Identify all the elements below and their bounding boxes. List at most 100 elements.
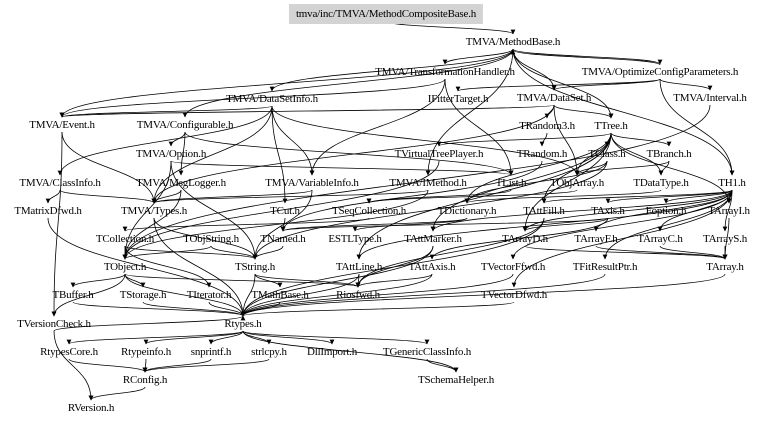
file-node-interval[interactable]: TMVA/Interval.h <box>673 92 747 104</box>
file-node-methodbase[interactable]: TMVA/MethodBase.h <box>465 36 561 48</box>
edge-ttree-to-tattmarker <box>430 132 612 232</box>
edge-rtypes-to-tschemahelper <box>242 330 459 373</box>
file-node-tfitresultptr[interactable]: TFitResultPtr.h <box>572 261 638 273</box>
file-node-taxis[interactable]: TAxis.h <box>591 205 625 217</box>
file-node-transformationhandler[interactable]: TMVA/TransformationHandler.h <box>375 66 515 78</box>
file-node-tarray[interactable]: TArray.h <box>706 261 744 273</box>
file-node-snprintf[interactable]: snprintf.h <box>190 346 232 358</box>
edge-tdatatype-to-tdictionary <box>464 189 662 204</box>
file-node-tobjstring[interactable]: TObjString.h <box>183 233 239 245</box>
file-node-imethod[interactable]: TMVA/IMethod.h <box>389 177 467 189</box>
file-node-tobjarray[interactable]: TObjArray.h <box>549 177 605 189</box>
file-node-rconfig[interactable]: RConfig.h <box>122 374 168 386</box>
file-node-dataset[interactable]: TMVA/DataSet.h <box>516 92 592 104</box>
edge-trandom-to-tnamed <box>280 160 543 232</box>
file-node-tbranch[interactable]: TBranch.h <box>646 148 692 160</box>
file-node-tarrayi[interactable]: TArrayI.h <box>708 205 750 217</box>
edge-datasetinfo-to-types <box>151 105 273 204</box>
edge-option-to-tlist <box>170 160 514 176</box>
edge-tobjstring-to-tobject <box>122 245 212 260</box>
file-node-estltype[interactable]: ESTLType.h <box>328 233 382 245</box>
file-node-tseqcollection[interactable]: TSeqCollection.h <box>331 205 407 217</box>
file-node-tarrayd[interactable]: TArrayD.h <box>502 233 548 245</box>
file-node-tstring[interactable]: TString.h <box>234 261 276 273</box>
edge-transformationhandler-to-event <box>59 78 446 118</box>
edge-tclass-to-tstring <box>252 160 608 260</box>
file-node-option[interactable]: TMVA/Option.h <box>135 148 207 160</box>
file-node-rtypeinfo[interactable]: Rtypeinfo.h <box>120 346 172 358</box>
edge-methodbase-to-transformationhandler <box>442 48 514 65</box>
file-node-tcollection[interactable]: TCollection.h <box>95 233 155 245</box>
edge-tversioncheck-to-rversion <box>53 330 94 401</box>
file-node-titerator[interactable]: TIterator.h <box>186 289 232 301</box>
file-node-optimizeconfigparameters[interactable]: TMVA/OptimizeConfigParameters.h <box>581 66 739 78</box>
edge-types-to-rtypes <box>153 217 246 317</box>
file-node-trandom3[interactable]: TRandom3.h <box>519 120 575 132</box>
file-node-tvirtualtreeplayer[interactable]: TVirtualTreePlayer.h <box>394 148 484 160</box>
edge-tstring-to-riosfwd <box>254 273 361 288</box>
edge-th1-to-tattmarker <box>430 189 733 232</box>
file-node-tattline[interactable]: TAttLine.h <box>335 261 383 273</box>
file-node-tattfill[interactable]: TAttFill.h <box>523 205 565 217</box>
file-node-tmatrixdfwd[interactable]: TMatrixDfwd.h <box>14 205 82 217</box>
edge-tseqcollection-to-tcollection <box>122 217 370 232</box>
file-node-tgenericclassinfo[interactable]: TGenericClassInfo.h <box>382 346 472 358</box>
file-node-tlist[interactable]: TList.h <box>495 177 527 189</box>
file-node-tmathbase[interactable]: TMathBase.h <box>251 289 309 301</box>
edge-rtypes-to-rtypescore <box>66 330 244 345</box>
file-node-tarrays[interactable]: TArrayS.h <box>702 233 748 245</box>
file-node-tobject[interactable]: TObject.h <box>103 261 147 273</box>
edge-taxis-to-tarrayd <box>522 217 609 232</box>
file-node-tclass[interactable]: TClass.h <box>588 148 626 160</box>
file-node-tdatatype[interactable]: TDataType.h <box>633 177 689 189</box>
file-node-tbuffer[interactable]: TBuffer.h <box>52 289 94 301</box>
file-node-rversion[interactable]: RVersion.h <box>67 402 115 414</box>
file-node-types[interactable]: TMVA/Types.h <box>121 205 187 217</box>
file-node-tarrayc[interactable]: TArrayC.h <box>637 233 683 245</box>
file-node-variableinfo[interactable]: TMVA/VariableInfo.h <box>265 177 359 189</box>
file-node-tversioncheck[interactable]: TVersionCheck.h <box>17 318 91 330</box>
edge-rtypes-to-snprintf <box>208 330 244 345</box>
root-file-node[interactable]: tmva/inc/TMVA/MethodCompositeBase.h <box>288 4 484 24</box>
file-node-tattmarker[interactable]: TAttMarker.h <box>404 233 462 245</box>
file-node-configurable[interactable]: TMVA/Configurable.h <box>136 119 234 131</box>
file-node-foption[interactable]: Foption.h <box>645 205 687 217</box>
edge-tvirtualtreeplayer-to-tobject <box>122 160 440 260</box>
edge-variableinfo-to-tstring <box>252 189 313 260</box>
edge-classinfo-to-types <box>59 189 157 204</box>
file-node-tarrayf[interactable]: TArrayF.h <box>574 233 618 245</box>
edge-tnamed-to-tstring <box>252 245 284 260</box>
edge-datasetinfo-to-classinfo <box>57 105 273 176</box>
file-node-ttree[interactable]: TTree.h <box>594 120 628 132</box>
edge-tbranch-to-tobjarray <box>574 160 670 176</box>
file-node-strlcpy[interactable]: strlcpy.h <box>251 346 287 358</box>
file-node-th1[interactable]: TH1.h <box>718 177 746 189</box>
file-node-tdictionary[interactable]: TDictionary.h <box>437 205 497 217</box>
file-node-msglogger[interactable]: TMVA/MsgLogger.h <box>136 177 226 189</box>
file-node-tcut[interactable]: TCut.h <box>270 205 300 217</box>
file-node-ifittertarget[interactable]: IFitterTarget.h <box>427 93 489 105</box>
edge-tarray-to-rtypes <box>240 273 726 317</box>
file-node-rtypes[interactable]: Rtypes.h <box>224 318 262 330</box>
file-node-rtypescore[interactable]: RtypesCore.h <box>40 346 98 358</box>
file-node-dllimport[interactable]: DllImport.h <box>306 346 358 358</box>
edge-tattmarker-to-riosfwd <box>355 245 434 288</box>
file-node-tattaxis[interactable]: TAttAxis.h <box>408 261 456 273</box>
edge-datasetinfo-to-tobjarray <box>271 105 580 176</box>
file-node-classinfo[interactable]: TMVA/ClassInfo.h <box>19 177 101 189</box>
edge-strlcpy-to-rconfig <box>142 358 270 373</box>
edge-methodbase-to-th1 <box>512 48 735 176</box>
file-node-tstorage[interactable]: TStorage.h <box>119 289 167 301</box>
file-node-event[interactable]: TMVA/Event.h <box>29 119 95 131</box>
file-node-tvectordfwd[interactable]: TVectorDfwd.h <box>480 289 548 301</box>
file-node-riosfwd[interactable]: Riosfwd.h <box>336 289 380 301</box>
edge-taxis-to-tnamed <box>280 217 609 232</box>
file-node-tschemahelper[interactable]: TSchemaHelper.h <box>417 374 495 386</box>
file-node-tvectorffwd[interactable]: TVectorFfwd.h <box>480 261 546 273</box>
file-node-tnamed[interactable]: TNamed.h <box>260 233 306 245</box>
file-node-datasetinfo[interactable]: TMVA/DataSetInfo.h <box>226 93 318 105</box>
edge-th1-to-tattline <box>356 189 733 260</box>
file-node-trandom[interactable]: TRandom.h <box>516 148 568 160</box>
edge-tstring-to-rtypes <box>240 273 256 317</box>
